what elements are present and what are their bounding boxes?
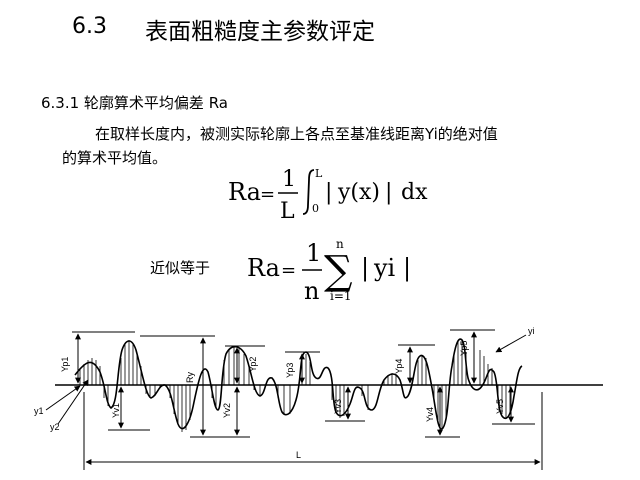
valley-hatching <box>103 385 511 432</box>
dimension-arrows <box>45 331 543 470</box>
formula-1-bar-left: | <box>325 180 332 205</box>
formula-2-body: yi <box>373 254 396 282</box>
formula-1-upper-limit: L <box>315 167 323 180</box>
label-yi: yi <box>528 326 535 336</box>
formula-2-lhs: Ra <box>247 254 280 282</box>
label-y2: y2 <box>50 422 60 432</box>
formula-1-denominator: L <box>280 199 295 224</box>
formula-1-body: y(x) <box>337 180 380 205</box>
label-y1: y1 <box>34 406 44 416</box>
formula-2-bar-left: | <box>361 254 369 283</box>
label-yp2: Yp2 <box>248 357 258 372</box>
formula-1-dx: dx <box>401 180 428 205</box>
formula-2: Ra = 1 n n ∑ i=1 | yi | <box>247 237 411 305</box>
approx-label: 近似等于 <box>150 259 211 277</box>
label-yv5: Yv5 <box>495 399 505 414</box>
formula-1-numerator: 1 <box>282 167 296 192</box>
paragraph-line-1: 在取样长度内，被测实际轮廓上各点至基准线距离Yi的绝对值 <box>95 125 498 143</box>
reference-lines <box>72 329 535 438</box>
formula-2-lower-limit: i=1 <box>330 289 352 303</box>
formula-2-upper-limit: n <box>336 237 344 251</box>
section-number: 6.3 <box>72 14 107 39</box>
label-yv4: Yv4 <box>425 407 435 422</box>
label-yp1: Yp1 <box>60 357 70 372</box>
paragraph-line-2: 的算术平均值。 <box>62 149 168 167</box>
label-yp3: Yp3 <box>285 363 295 378</box>
label-L: L <box>296 450 301 460</box>
formula-1: Ra = 1 L L 0 | y(x) | dx <box>228 167 428 224</box>
formula-1-lhs: Ra <box>228 178 261 206</box>
label-yv3: Yv3 <box>333 399 343 414</box>
formula-1-bar-right: | <box>385 180 392 205</box>
formula-2-equals: = <box>281 260 296 281</box>
subsection-title: 6.3.1 轮廓算术平均偏差 Ra <box>41 94 228 112</box>
formula-2-numerator: 1 <box>306 239 321 267</box>
label-yp4: Yp4 <box>394 359 404 374</box>
diagram-labels: Yp1 Yv1 Ry Yp2 Yv2 Yp3 Yv3 Yp4 Yv4 Yp5 Y… <box>34 326 535 460</box>
label-yv2: Yv2 <box>222 403 232 418</box>
integral-sign-icon <box>302 169 315 215</box>
formula-1-equals: = <box>260 184 275 205</box>
label-ry: Ry <box>185 372 195 383</box>
label-yv1: Yv1 <box>111 403 121 418</box>
label-yp5: Yp5 <box>459 341 469 356</box>
section-title: 表面粗糙度主参数评定 <box>145 19 375 45</box>
formula-2-denominator: n <box>304 277 319 305</box>
formula-2-bar-right: | <box>403 254 411 283</box>
profile-diagram <box>45 329 603 470</box>
formula-2-sigma: ∑ <box>324 248 353 294</box>
peak-hatching <box>79 340 493 385</box>
profile-curve <box>74 338 523 430</box>
formula-1-lower-limit: 0 <box>312 202 319 215</box>
